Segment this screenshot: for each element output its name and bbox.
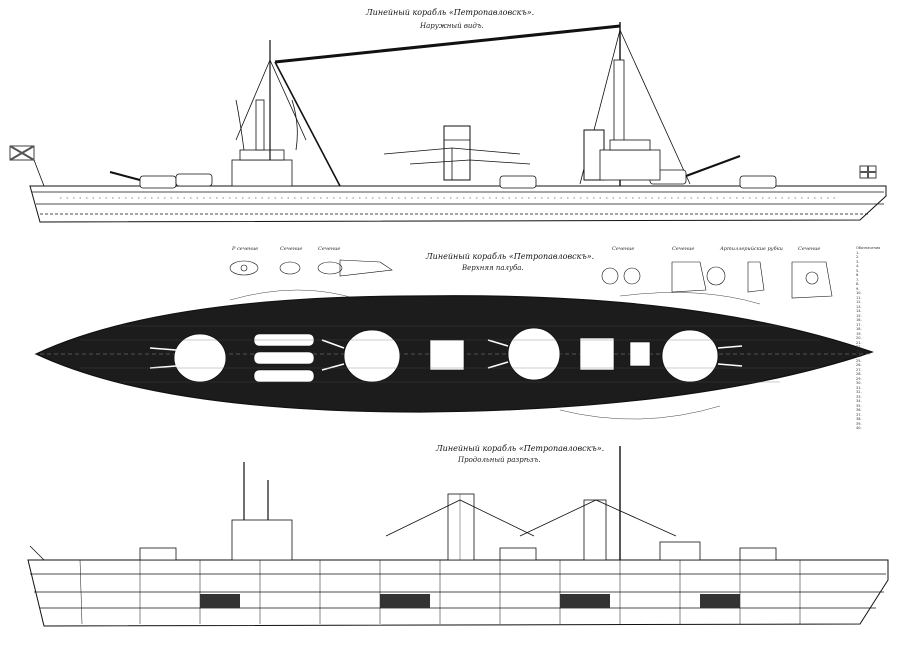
- legend-item: 16.: [856, 318, 862, 322]
- detail-label: Сечение: [798, 246, 821, 252]
- legend-item: 12.: [856, 300, 862, 304]
- legend-item: 5.: [856, 268, 860, 273]
- detail-label: Сечение: [280, 246, 303, 252]
- section-view-title: Линейный корабль «Петропавловскъ».: [436, 444, 605, 453]
- legend-item: 19.: [856, 331, 862, 336]
- detail-sketches: [229, 259, 833, 299]
- section-view-subtitle: Продольный разрѣзъ.: [458, 456, 541, 464]
- legend-item: 38.: [856, 417, 862, 421]
- jack-flag-icon: [859, 165, 877, 179]
- legend: Обозначения 1.2.3.4.5.6.7.8.9.10.11.12.1…: [856, 246, 896, 431]
- legend-item: 37.: [856, 412, 862, 417]
- legend-item: 22.: [856, 345, 862, 349]
- legend-item: 27.: [856, 367, 862, 372]
- legend-item: 36.: [856, 408, 862, 412]
- legend-item: 21.: [856, 340, 862, 345]
- legend-item: 8.: [856, 282, 860, 286]
- legend-item: 13.: [856, 304, 862, 309]
- legend-item: 1.: [856, 250, 860, 255]
- legend-item: 25.: [856, 358, 862, 363]
- legend-item: 4.: [856, 264, 860, 268]
- legend-item: 14.: [856, 309, 862, 313]
- detail-label: Сечение: [318, 246, 341, 252]
- legend-item: 9.: [856, 286, 860, 291]
- detail-label: Артиллерийские рубки: [720, 246, 783, 252]
- legend-item: 26.: [856, 363, 862, 367]
- side-view-title: Линейный корабль «Петропавловскъ».: [366, 8, 535, 17]
- legend-item: 11.: [856, 295, 862, 300]
- legend-item: 30.: [856, 381, 862, 385]
- legend-items: 1.2.3.4.5.6.7.8.9.10.11.12.13.14.15.16.1…: [856, 251, 896, 431]
- legend-item: 40.: [856, 426, 862, 430]
- plan-view: [34, 289, 874, 420]
- legend-item: 18.: [856, 327, 862, 331]
- legend-item: 3.: [856, 259, 860, 264]
- detail-label: Сечение: [672, 246, 695, 252]
- side-view: [29, 22, 887, 223]
- legend-item: 33.: [856, 394, 862, 399]
- legend-item: 23.: [856, 349, 862, 354]
- legend-item: 2.: [856, 255, 860, 259]
- detail-label: Сечение: [612, 246, 635, 252]
- legend-item: 39.: [856, 421, 862, 426]
- section-view: [27, 446, 889, 627]
- ensign-flag-icon: [9, 145, 45, 187]
- legend-item: 24.: [856, 354, 862, 358]
- legend-item: 32.: [856, 390, 862, 394]
- legend-item: 20.: [856, 336, 862, 340]
- legend-item: 10.: [856, 291, 862, 295]
- plan-view-subtitle: Верхняя палуба.: [462, 264, 524, 272]
- legend-item: 28.: [856, 372, 862, 376]
- legend-item: 6.: [856, 273, 860, 277]
- legend-item: 29.: [856, 376, 862, 381]
- legend-item: 35.: [856, 403, 862, 408]
- side-view-subtitle: Наружный видъ.: [420, 22, 484, 30]
- legend-title: Обозначения: [856, 246, 881, 250]
- legend-item: 34.: [856, 399, 862, 403]
- legend-item: 15.: [856, 313, 862, 318]
- legend-item: 31.: [856, 385, 862, 390]
- legend-item: 17.: [856, 322, 862, 327]
- detail-label: Р сечение: [232, 246, 259, 252]
- legend-item: 7.: [856, 277, 860, 282]
- plan-view-title: Линейный корабль «Петропавловскъ».: [426, 252, 595, 261]
